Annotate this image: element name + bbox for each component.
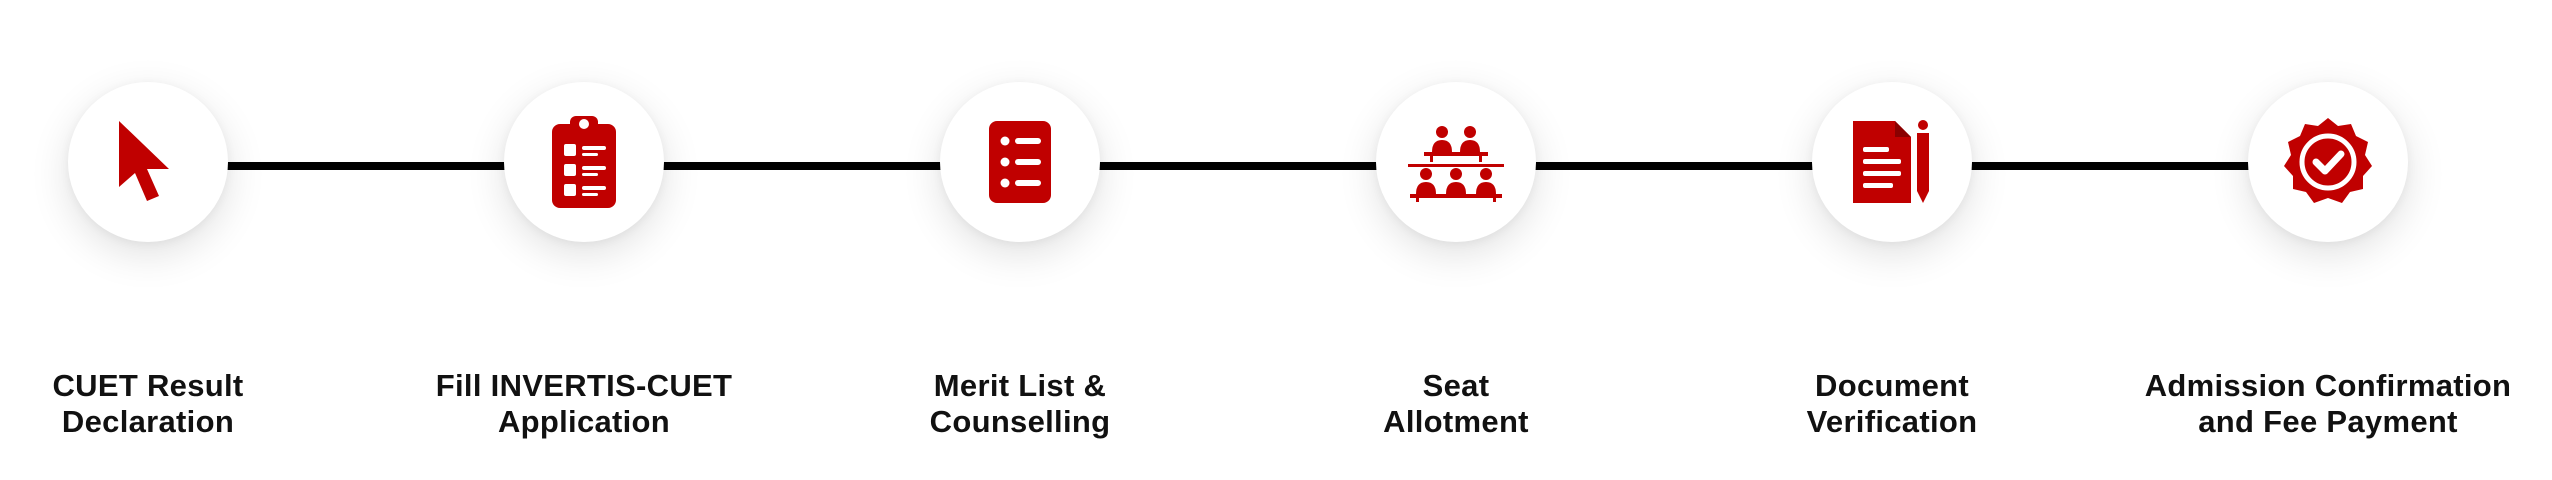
step-document-verification: Document Verification bbox=[1672, 0, 2112, 480]
step-label-line2: Declaration bbox=[61, 404, 235, 439]
step-cuet-result: CUET Result Declaration bbox=[0, 0, 368, 480]
step-label-line2: Allotment bbox=[1383, 404, 1529, 439]
step-label: Seat Allotment bbox=[1236, 368, 1676, 440]
step-icon-circle bbox=[940, 82, 1100, 242]
step-label-line1: Admission Confirmation bbox=[2144, 368, 2512, 403]
clipboard-icon bbox=[552, 116, 616, 208]
step-label-line1: Seat bbox=[1422, 368, 1490, 403]
badge-check-icon bbox=[2284, 118, 2372, 203]
step-label: Fill INVERTIS-CUET Application bbox=[364, 368, 804, 440]
document-icon bbox=[1853, 120, 1929, 203]
list-icon bbox=[989, 121, 1051, 203]
step-label-line2: Verification bbox=[1806, 404, 1978, 439]
cursor-icon bbox=[119, 121, 169, 201]
step-icon-circle bbox=[504, 82, 664, 242]
step-icon-circle bbox=[68, 82, 228, 242]
step-icon-circle bbox=[1812, 82, 1972, 242]
step-label-line1: Fill INVERTIS-CUET bbox=[435, 368, 733, 403]
step-merit-list: Merit List & Counselling bbox=[800, 0, 1240, 480]
step-label-line2: and Fee Payment bbox=[2198, 404, 2458, 439]
step-fill-application: Fill INVERTIS-CUET Application bbox=[364, 0, 804, 480]
timeline-connector-line bbox=[148, 162, 2348, 170]
step-admission-confirmation: Admission Confirmation and Fee Payment bbox=[2108, 0, 2548, 480]
step-label-line1: CUET Result bbox=[52, 368, 244, 403]
step-label-line2: Counselling bbox=[929, 404, 1111, 439]
step-label: Admission Confirmation and Fee Payment bbox=[2108, 368, 2548, 440]
step-label-line2: Application bbox=[497, 404, 671, 439]
step-icon-circle bbox=[2248, 82, 2408, 242]
step-label-line1: Merit List & bbox=[933, 368, 1107, 403]
step-icon-circle bbox=[1376, 82, 1536, 242]
seating-icon bbox=[1408, 126, 1504, 202]
step-label: Document Verification bbox=[1672, 368, 2112, 440]
step-label-line1: Document bbox=[1815, 368, 1969, 403]
step-label: CUET Result Declaration bbox=[0, 368, 368, 440]
step-label: Merit List & Counselling bbox=[800, 368, 1240, 440]
step-seat-allotment: Seat Allotment bbox=[1236, 0, 1676, 480]
